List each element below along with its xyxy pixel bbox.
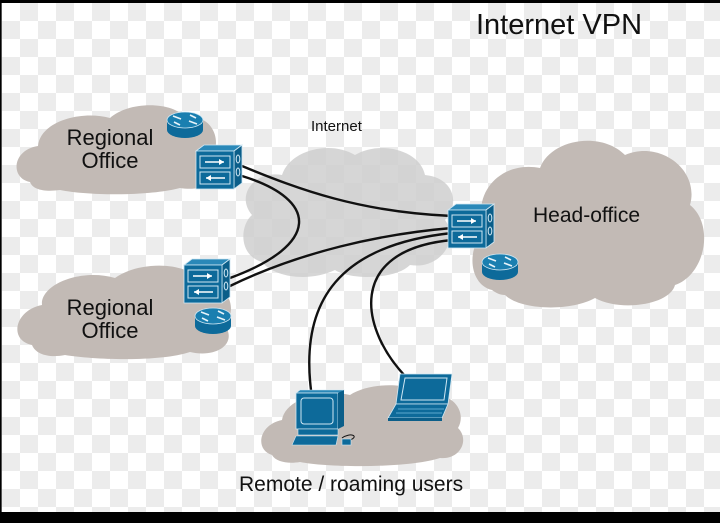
regional-office-2-label-line2: Office: [81, 318, 139, 343]
link-ro1-to-ro2: [228, 174, 301, 280]
regional-office-1-label-line2: Office: [81, 148, 139, 173]
regional-office-2-cloud: [17, 265, 231, 360]
diagram-title: Internet VPN: [476, 9, 643, 41]
regional-office-1-label-line1: Regional: [66, 125, 154, 150]
firewall-icon: [183, 258, 231, 304]
router-icon: [194, 307, 232, 335]
laptop-icon: [387, 373, 453, 421]
link-laptop-to-head-office: [370, 238, 454, 380]
internet-cloud: [243, 147, 454, 277]
link-ro2-to-head-office: [228, 226, 454, 288]
remote-users-label: Remote / roaming users: [239, 473, 464, 496]
internet-label: Internet: [311, 118, 362, 135]
head-office-label: Head-office: [533, 204, 641, 227]
top-border: [0, 0, 720, 3]
regional-office-2-label: Regional Office: [62, 296, 158, 342]
regional-office-1-label: Regional Office: [62, 126, 158, 172]
regional-office-2-label-line1: Regional: [66, 295, 154, 320]
link-desktop-to-head-office: [308, 231, 454, 392]
firewall-icon: [447, 203, 495, 249]
desktop-computer-icon: [291, 389, 355, 446]
head-office-cloud: [472, 140, 705, 308]
firewall-icon: [195, 144, 243, 190]
link-ro1-to-head-office: [240, 164, 454, 218]
router-icon: [166, 111, 204, 139]
regional-office-1-cloud: [16, 105, 216, 195]
router-icon: [481, 253, 519, 281]
bottom-border: [0, 512, 720, 523]
